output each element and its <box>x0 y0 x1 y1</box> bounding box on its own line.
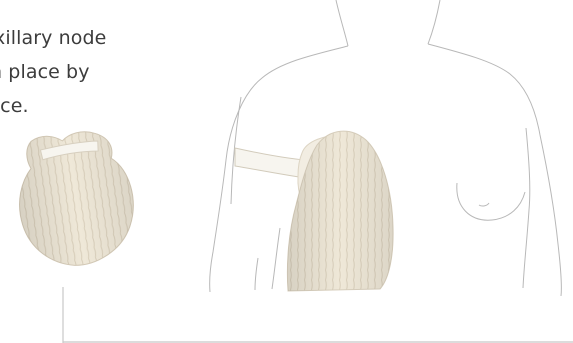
connector-line <box>63 287 573 343</box>
axillary-pad-worn-icon <box>235 131 393 291</box>
axillary-pad-icon <box>10 125 141 272</box>
